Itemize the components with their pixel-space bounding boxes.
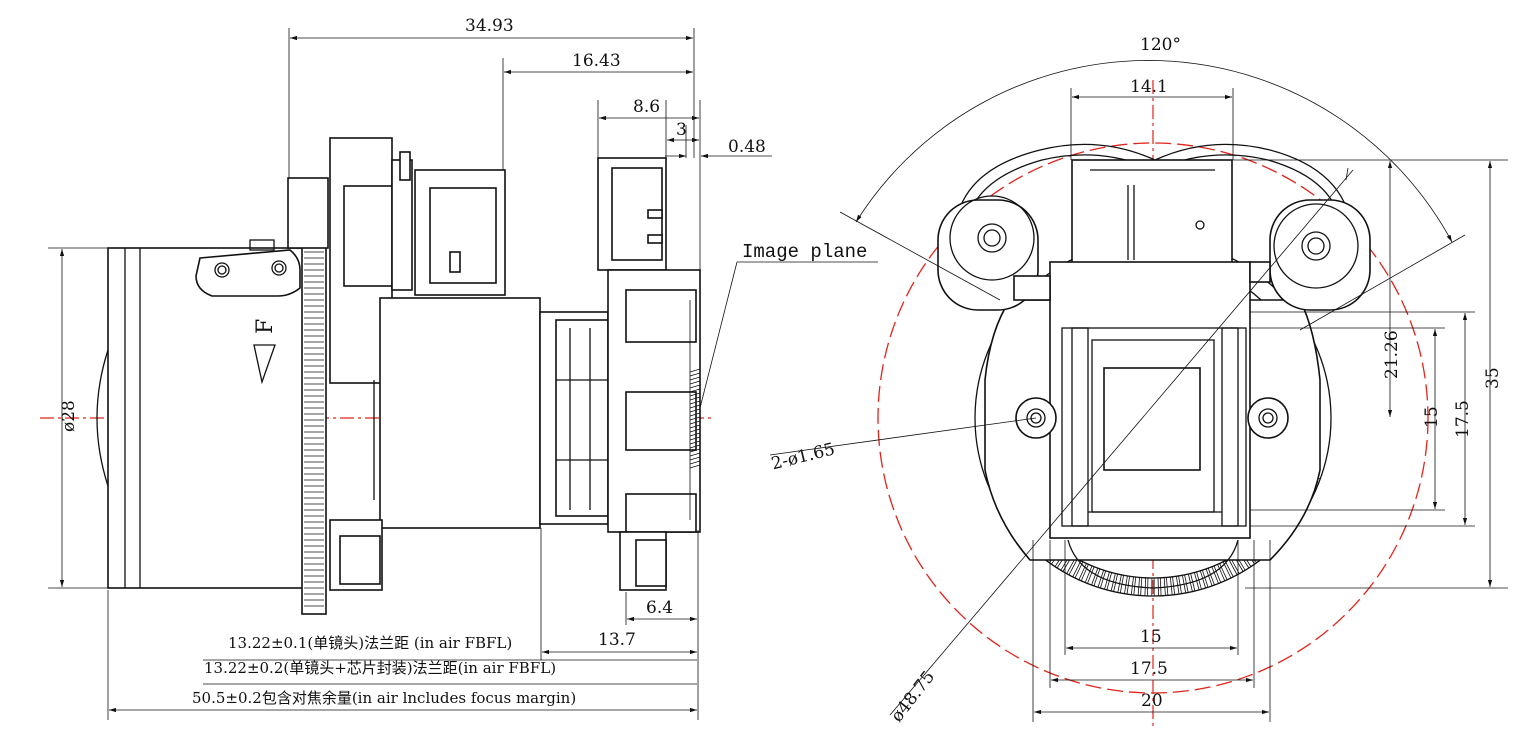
side-dimensions: 34.93 16.43 8.6 3 0.48 ø28 6.4 13.7 xyxy=(48,16,772,720)
dim-diameter-28: ø28 xyxy=(59,400,79,432)
dim-14-1: 14.1 xyxy=(1130,77,1168,97)
dim-35: 35 xyxy=(1483,367,1503,389)
dim-17-5-vertical: 17.5 xyxy=(1453,400,1473,438)
dim-21-26: 21.26 xyxy=(1382,330,1402,379)
dim-angle-120: 120° xyxy=(1140,35,1181,55)
dim-3: 3 xyxy=(676,120,687,140)
dim-15-vertical: 15 xyxy=(1422,406,1442,428)
focus-mark: F xyxy=(253,319,278,385)
side-view: F xyxy=(40,16,878,720)
dim-holes: 2-ø1.65 xyxy=(769,439,837,474)
connector-block xyxy=(1071,159,1233,266)
note-flange-lens: 13.22±0.1(单镜头)法兰距 (in air FBFL) xyxy=(228,634,512,652)
image-plane-callout: Image plane xyxy=(699,241,878,409)
dim-15-horizontal: 15 xyxy=(1140,627,1162,647)
note-total-length: 50.5±0.2包含对焦余量(in air lncludes focus mar… xyxy=(192,689,576,707)
dim-34-93: 34.93 xyxy=(465,16,514,36)
dim-8-6: 8.6 xyxy=(633,97,660,117)
dim-16-43: 16.43 xyxy=(572,51,621,71)
housing xyxy=(287,137,609,591)
sensor-block xyxy=(597,157,701,591)
dim-diameter-48-75: ø48.75 xyxy=(887,667,939,726)
note-flange-package: 13.22±0.2(单镜头+芯片封装)法兰距(in air FBFL) xyxy=(204,659,556,677)
red-bounding-circle xyxy=(877,142,1429,694)
lens-barrel xyxy=(96,247,304,589)
dim-0-48: 0.48 xyxy=(728,137,766,157)
front-view: 120° 14.1 ø48.75 2-ø1.65 35 21.26 17.5 1… xyxy=(769,35,1508,730)
sensor-frame xyxy=(1013,261,1271,539)
right-motor xyxy=(1269,199,1371,311)
mounting-ear xyxy=(195,239,301,297)
dim-17-5-horizontal: 17.5 xyxy=(1130,659,1168,679)
dim-20: 20 xyxy=(1141,691,1163,711)
image-plane-label: Image plane xyxy=(742,241,867,263)
dim-13-7: 13.7 xyxy=(598,630,636,650)
gear-ring xyxy=(301,223,327,615)
dim-6-4: 6.4 xyxy=(646,598,673,618)
focus-mark-letter: F xyxy=(253,319,278,334)
angle-arc xyxy=(855,60,1453,243)
